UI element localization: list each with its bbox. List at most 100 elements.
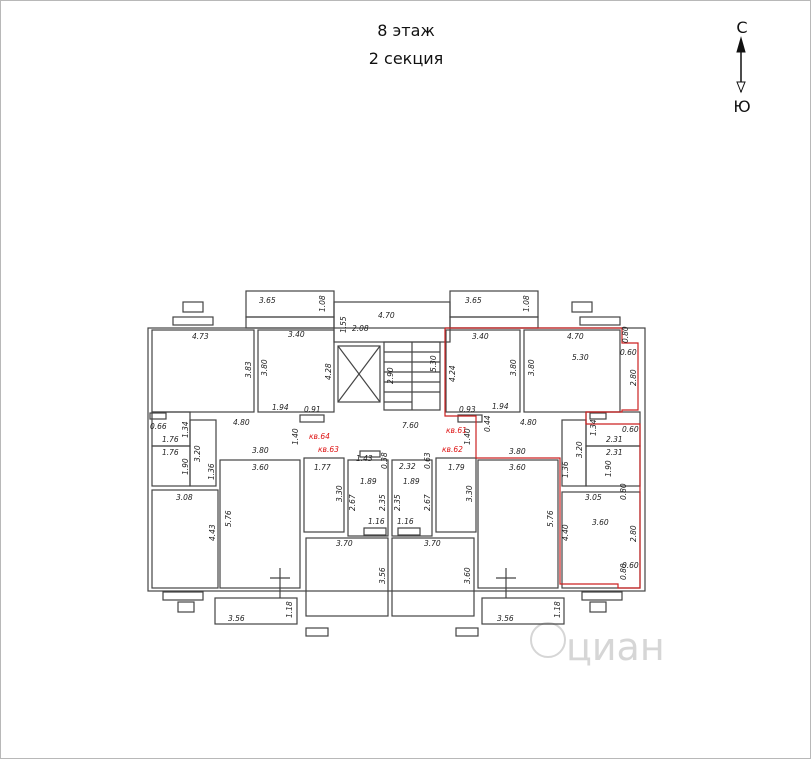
dim-label: 0.91: [304, 405, 321, 414]
dim-label: 3.65: [465, 296, 482, 305]
dim-label: 2.67: [423, 494, 432, 511]
dim-label: 1.16: [368, 517, 385, 526]
dim-label: 3.60: [252, 463, 269, 472]
dim-label: 5.76: [546, 510, 555, 527]
dim-label: 1.36: [561, 461, 570, 478]
dim-label: 1.08: [318, 295, 327, 312]
walls: [147, 290, 646, 637]
dim-label: 2.31: [606, 435, 623, 444]
dim-label: 3.70: [336, 539, 353, 548]
watermark-logo: циан: [530, 622, 665, 669]
dim-label: 2.80: [629, 369, 638, 386]
dim-label: 3.40: [472, 332, 489, 341]
dim-label: 0.38: [380, 452, 389, 469]
dim-label: 2.32: [399, 462, 416, 471]
flat-label-62: кв.62: [442, 445, 463, 454]
dim-label: 1.90: [181, 458, 190, 475]
dim-label: 4.80: [233, 418, 250, 427]
dim-label: 2.31: [606, 448, 623, 457]
dim-label: 1.94: [272, 403, 289, 412]
dim-label: 3.80: [527, 359, 536, 376]
dim-label: 1.34: [181, 421, 190, 438]
dim-label: 3.60: [509, 463, 526, 472]
dim-label: 1.08: [522, 295, 531, 312]
dim-label: 1.16: [397, 517, 414, 526]
dim-label: 3.60: [463, 567, 472, 584]
dim-label: 0.66: [150, 422, 167, 431]
compass-south-label: Ю: [733, 97, 751, 116]
dim-label: 7.60: [402, 421, 419, 430]
dim-label: 3.05: [585, 493, 602, 502]
dim-label: 1.94: [492, 402, 509, 411]
dim-label: 4.70: [378, 311, 395, 320]
dim-label: 5.30: [429, 355, 438, 372]
dim-label: 1.43: [356, 454, 373, 463]
dimension-labels: 3.65 1.08 3.65 1.08 4.73 3.83 3.40 3.80 …: [150, 295, 639, 623]
dim-label: 4.80: [520, 418, 537, 427]
dim-label: 5.30: [572, 353, 589, 362]
flat-label-63: кв.63: [318, 445, 339, 454]
dim-label: 3.70: [424, 539, 441, 548]
dim-label: 1.76: [162, 448, 179, 457]
dim-label: 1.18: [285, 601, 294, 618]
highlighted-apartment: [444, 327, 641, 589]
dim-label: 1.79: [448, 463, 465, 472]
dim-label: 3.80: [260, 359, 269, 376]
dim-label: 1.55: [339, 316, 348, 333]
watermark-text: циан: [566, 625, 665, 669]
dim-label: 3.56: [378, 567, 387, 584]
dim-label: 2.08: [352, 324, 369, 333]
north-arrow-icon: [736, 36, 746, 94]
dim-label: 1.77: [314, 463, 331, 472]
dim-label: 1.40: [291, 428, 300, 445]
dim-label: 1.89: [403, 477, 420, 486]
dim-label: 3.20: [575, 441, 584, 458]
dim-label: 0.63: [423, 452, 432, 469]
dim-label: 1.36: [207, 463, 216, 480]
dim-label: 2.35: [378, 494, 387, 511]
dim-label: 0.60: [622, 561, 639, 570]
dim-label: 4.73: [192, 332, 209, 341]
dim-label: 3.65: [259, 296, 276, 305]
flat-label-64: кв.64: [309, 432, 330, 441]
dim-label: 1.90: [604, 460, 613, 477]
dim-label: 4.28: [324, 363, 333, 380]
dim-label: 3.56: [228, 614, 245, 623]
dim-label: 4.70: [567, 332, 584, 341]
dim-label: 0.44: [483, 415, 492, 432]
dim-label: 3.20: [193, 445, 202, 462]
dim-label: 2.80: [629, 525, 638, 542]
dim-label: 2.35: [393, 494, 402, 511]
dim-label: 0.93: [459, 405, 476, 414]
dim-label: 0.60: [620, 348, 637, 357]
flat-label-61: кв.61: [446, 426, 467, 435]
dim-label: 4.24: [448, 365, 457, 382]
dim-label: 3.56: [497, 614, 514, 623]
dim-label: 1.76: [162, 435, 179, 444]
dim-label: 1.89: [360, 477, 377, 486]
dim-label: 2.90: [386, 367, 395, 384]
dim-label: 1.40: [463, 428, 472, 445]
dim-label: 3.30: [335, 485, 344, 502]
dim-label: 4.43: [208, 524, 217, 541]
dim-label: 3.08: [176, 493, 193, 502]
dim-label: 3.80: [509, 447, 526, 456]
dim-label: 3.40: [288, 330, 305, 339]
dim-label: 3.80: [252, 446, 269, 455]
dim-label: 3.83: [244, 361, 253, 378]
dim-label: 3.60: [592, 518, 609, 527]
floor-title: 8 этаж: [377, 21, 435, 40]
dim-label: 3.30: [465, 485, 474, 502]
compass-north-label: С: [736, 18, 748, 37]
dim-label: 3.80: [509, 359, 518, 376]
dim-label: 4.40: [561, 524, 570, 541]
dim-label: 2.67: [348, 494, 357, 511]
dim-label: 1.34: [589, 419, 598, 436]
dim-label: 5.76: [224, 510, 233, 527]
dim-label: 1.18: [553, 601, 562, 618]
section-title: 2 секция: [368, 49, 444, 68]
dim-label: 0.60: [622, 425, 639, 434]
dim-label: 0.80: [619, 483, 628, 500]
dim-label: 0.80: [621, 326, 630, 343]
